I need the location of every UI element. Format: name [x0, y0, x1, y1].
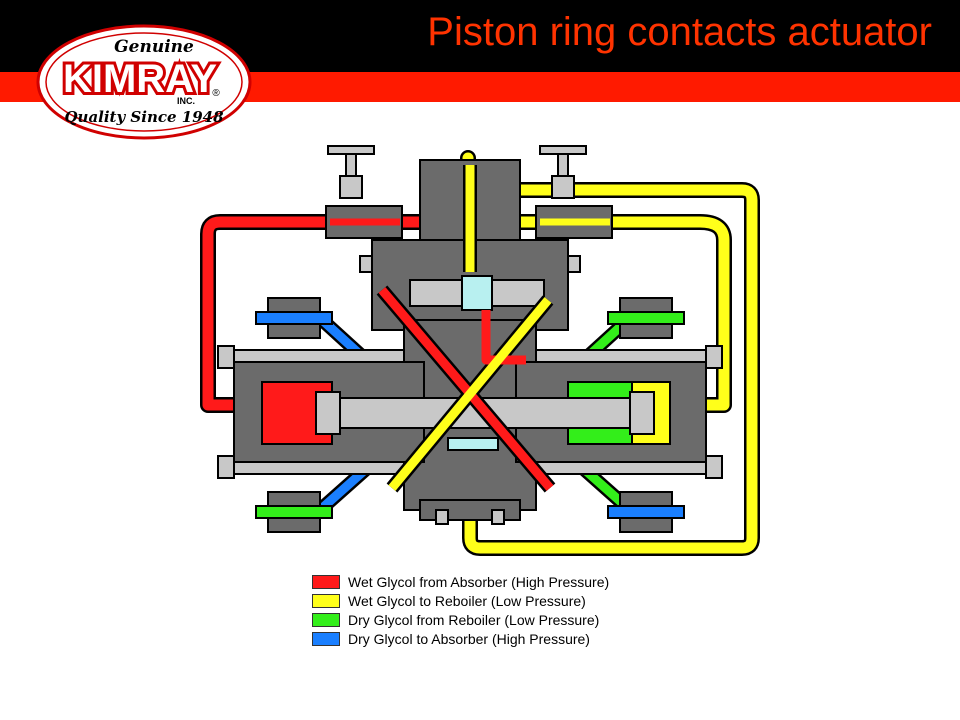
pump-schematic [200, 145, 760, 556]
legend-label: Dry Glycol to Absorber (High Pressure) [348, 630, 590, 647]
body-bolts [359, 255, 581, 525]
logo-brand-text: KIMRAY [63, 57, 217, 101]
legend-label: Wet Glycol from Absorber (High Pressure) [348, 573, 610, 590]
legend-label: Dry Glycol from Reboiler (Low Pressure) [348, 611, 600, 628]
logo-genuine-text: Genuine [114, 37, 194, 57]
wet-low-passages [388, 165, 552, 491]
legend-item: Dry Glycol to Absorber (High Pressure) [312, 629, 609, 648]
kimray-logo: Genuine KIMRAY INC. ® Quality Since 1948 [36, 24, 252, 140]
check-valves [255, 297, 685, 533]
legend-swatch [312, 593, 340, 608]
legend-item: Wet Glycol from Absorber (High Pressure) [312, 572, 609, 591]
logo-tagline-text: Quality Since 1948 [64, 108, 224, 126]
page-title: Piston ring contacts actuator [427, 10, 932, 54]
wet-high-passages [378, 287, 554, 491]
legend-label: Wet Glycol to Reboiler (Low Pressure) [348, 592, 586, 609]
legend-item: Wet Glycol to Reboiler (Low Pressure) [312, 591, 609, 610]
legend-swatch [312, 574, 340, 589]
logo-registered-mark: ® [212, 88, 220, 99]
legend-swatch [312, 631, 340, 646]
legend-swatch [312, 612, 340, 627]
logo-inc-text: INC. [177, 96, 195, 106]
legend-item: Dry Glycol from Reboiler (Low Pressure) [312, 610, 609, 629]
legend: Wet Glycol from Absorber (High Pressure)… [312, 572, 609, 648]
